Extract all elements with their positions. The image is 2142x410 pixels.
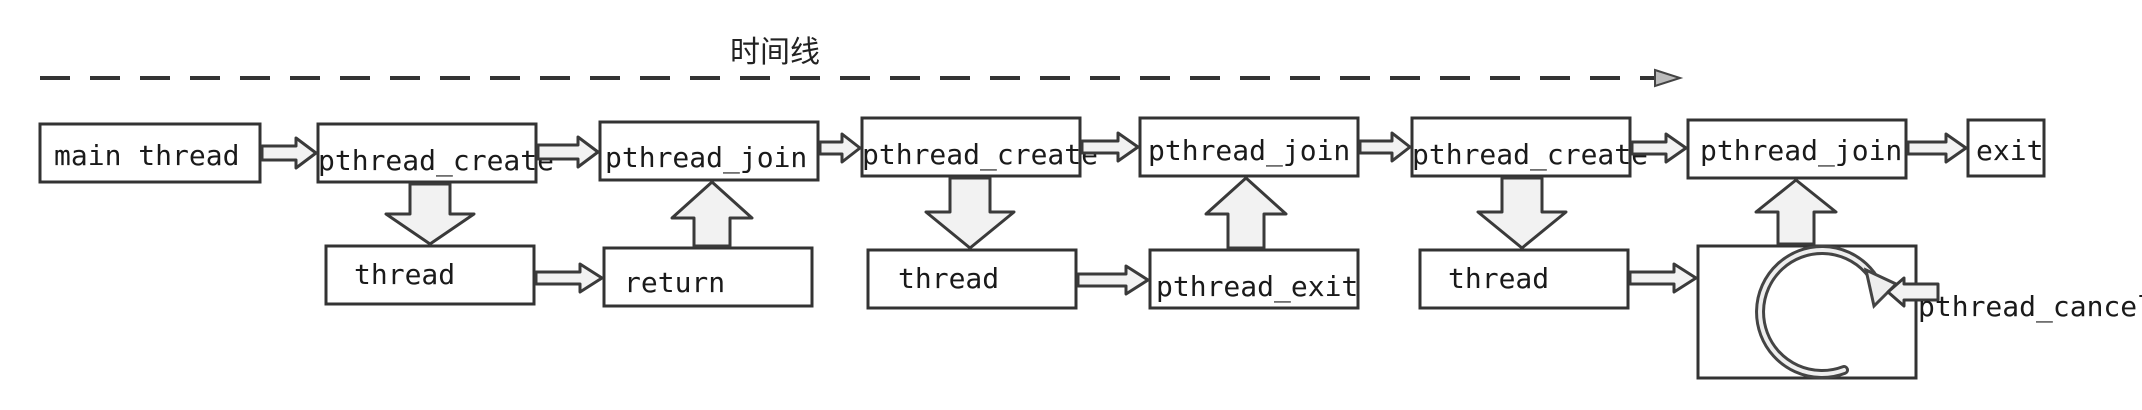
node-pthread-create-1: pthread_create [316, 122, 554, 184]
node-pthread-exit: pthread_exit [1148, 248, 1360, 310]
node-cancel-box [1696, 244, 1918, 380]
node-label: thread [354, 258, 455, 291]
circular-arrowhead-icon [1863, 267, 1899, 309]
timeline: 时间线 [40, 35, 1684, 88]
arrow-join-1-to-create-2 [818, 132, 862, 164]
node-main-thread: main thread [38, 122, 262, 184]
arrow-cancel-to-join-3 [1754, 178, 1838, 246]
node-pthread-join-2: pthread_join [1138, 116, 1360, 178]
arrow-pthread-exit-to-join-2 [1204, 176, 1288, 250]
node-thread-2: thread [866, 248, 1078, 310]
node-label: pthread_join [1700, 134, 1902, 168]
timeline-arrowhead [1654, 68, 1684, 88]
node-exit: exit [1966, 118, 2046, 178]
node-pthread-join-1: pthread_join [598, 120, 820, 182]
node-label: pthread_join [1148, 134, 1350, 168]
node-label: thread [898, 262, 999, 295]
arrow-create-2-to-thread-2 [924, 176, 1016, 250]
node-label: thread [1448, 262, 1549, 295]
arrow-create-1-to-join-1 [536, 135, 600, 169]
node-return: return [602, 246, 814, 308]
node-label: main thread [54, 139, 239, 172]
node-label: pthread_create [862, 138, 1098, 172]
arrow-thread-2-to-pthread-exit [1076, 264, 1150, 296]
node-label: pthread_exit [1156, 270, 1358, 304]
node-label: pthread_join [605, 141, 807, 175]
cancel-pointer-arrow [1886, 276, 1940, 308]
node-pthread-create-3: pthread_create [1410, 116, 1648, 178]
arrow-return-to-join-1 [670, 180, 754, 248]
arrow-create-1-to-thread-1 [384, 182, 476, 246]
timeline-label: 时间线 [730, 35, 820, 70]
node-label: return [624, 266, 725, 299]
pthread-cancel-label: pthread_cancel [1918, 290, 2142, 324]
node-thread-3: thread [1418, 248, 1630, 310]
node-pthread-join-3: pthread_join [1686, 118, 1908, 180]
circular-arrow-inner-icon [1758, 248, 1882, 376]
node-label: pthread_create [1412, 138, 1648, 172]
arrow-main-to-create-1 [260, 136, 318, 170]
arrow-thread-1-to-return [534, 262, 604, 294]
arrow-thread-3-to-cancel-box [1628, 262, 1698, 294]
arrow-join-3-to-exit [1906, 132, 1968, 164]
arrow-create-3-to-thread-3 [1476, 176, 1568, 250]
node-label: pthread_create [318, 144, 554, 178]
arrow-create-3-to-join-3 [1630, 132, 1688, 164]
arrow-create-2-to-join-2 [1080, 131, 1140, 163]
node-thread-1: thread [324, 244, 536, 306]
node-label: exit [1976, 134, 2043, 167]
arrow-join-2-to-create-3 [1358, 131, 1412, 163]
node-pthread-create-2: pthread_create [860, 116, 1098, 178]
